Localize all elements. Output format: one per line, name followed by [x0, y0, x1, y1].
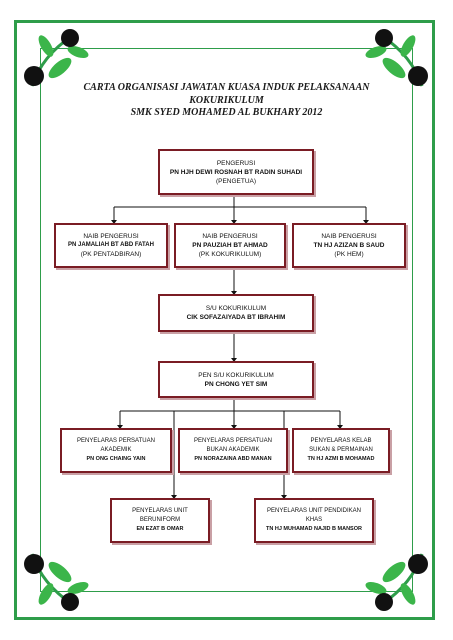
node-name: PN NORAZAINA ABD MANAN: [194, 456, 272, 462]
node-note: (PK KOKURIKULUM): [198, 251, 262, 258]
floral-ornament-bottom-right: [365, 553, 428, 611]
node-role: PENYELARAS UNIT: [132, 508, 188, 514]
node-role-2: AKADEMIK: [100, 447, 132, 453]
node-role: PENYELARAS UNIT PENDIDIKAN: [267, 508, 361, 514]
node-role: PENYELARAS PERSATUAN: [77, 438, 155, 444]
node-role: NAIB PENGERUSI: [83, 233, 139, 240]
node-role: PENGERUSI: [216, 159, 256, 167]
node-role: PENYELARAS PERSATUAN: [194, 438, 272, 444]
node-role-2: BUKAN AKADEMIK: [206, 447, 260, 453]
chart-title-line-3: SMK SYED MOHAMED AL BUKHARY 2012: [130, 107, 323, 118]
node-name: EN EZAT B OMAR: [136, 526, 184, 532]
node-role: S/U KOKURIKULUM: [205, 305, 267, 312]
node-note: (PENGETUA): [215, 177, 257, 185]
node-naib-pengerusi-3: NAIB PENGERUSI TN HJ AZIZAN B SAUD (PK H…: [292, 223, 406, 268]
node-role-2: KHAS: [305, 517, 323, 523]
node-name: PN HJH DEWI ROSNAH BT RADIN SUHADI: [169, 168, 303, 176]
node-role: PENYELARAS KELAB: [310, 438, 372, 444]
node-penyelaras-akademik: PENYELARAS PERSATUAN AKADEMIK PN ONG CHA…: [60, 428, 172, 473]
node-name: PN ONG CHAING YAIN: [86, 456, 146, 462]
node-role-2: BERUNIFORM: [139, 517, 181, 523]
node-role-2: SUKAN & PERMAINAN: [309, 447, 373, 453]
node-naib-pengerusi-2: NAIB PENGERUSI PN PAUZIAH BT AHMAD (PK K…: [174, 223, 286, 268]
chart-title-line-2: KOKURIKULUM: [189, 95, 264, 106]
node-role: NAIB PENGERUSI: [321, 233, 377, 240]
node-name: PN PAUZIAH BT AHMAD: [192, 242, 268, 249]
node-role: PEN S/U KOKURIKULUM: [198, 371, 274, 379]
node-name: TN HJ AZMI B MOHAMAD: [307, 456, 375, 462]
page-border-inner: [40, 48, 413, 592]
page-border-outer: [14, 20, 435, 620]
node-penyelaras-beruniform: PENYELARAS UNIT BERUNIFORM EN EZAT B OMA…: [110, 498, 210, 543]
node-su-kokurikulum: S/U KOKURIKULUM CIK SOFAZAIYADA BT IBRAH…: [158, 294, 314, 332]
node-note: (PK PENTADBIRAN): [80, 251, 142, 258]
floral-ornament-top-left: [24, 29, 89, 87]
node-name: PN CHONG YET SIM: [204, 380, 268, 388]
node-penyelaras-pendidikan-khas: PENYELARAS UNIT PENDIDIKAN KHAS TN HJ MU…: [254, 498, 374, 543]
node-pen-su-kokurikulum: PEN S/U KOKURIKULUM PN CHONG YET SIM: [158, 361, 314, 398]
node-name: TN HJ MUHAMAD NAJID B MANSOR: [266, 526, 362, 532]
node-naib-pengerusi-1: NAIB PENGERUSI PN JAMALIAH BT ABD FATAH …: [54, 223, 168, 268]
node-penyelaras-kelab: PENYELARAS KELAB SUKAN & PERMAINAN TN HJ…: [292, 428, 390, 473]
chart-title-line-1: CARTA ORGANISASI JAWATAN KUASA INDUK PEL…: [83, 82, 370, 93]
node-name: PN JAMALIAH BT ABD FATAH: [68, 242, 154, 248]
node-name: TN HJ AZIZAN B SAUD: [313, 242, 385, 249]
node-name: CIK SOFAZAIYADA BT IBRAHIM: [186, 314, 286, 321]
floral-ornament-bottom-left: [24, 553, 89, 611]
node-role: NAIB PENGERUSI: [202, 233, 258, 240]
node-note: (PK HEM): [334, 251, 364, 258]
floral-ornament-top-right: [365, 29, 428, 87]
node-pengerusi: PENGERUSI PN HJH DEWI ROSNAH BT RADIN SU…: [158, 149, 314, 195]
node-penyelaras-bukan-akademik: PENYELARAS PERSATUAN BUKAN AKADEMIK PN N…: [178, 428, 288, 473]
